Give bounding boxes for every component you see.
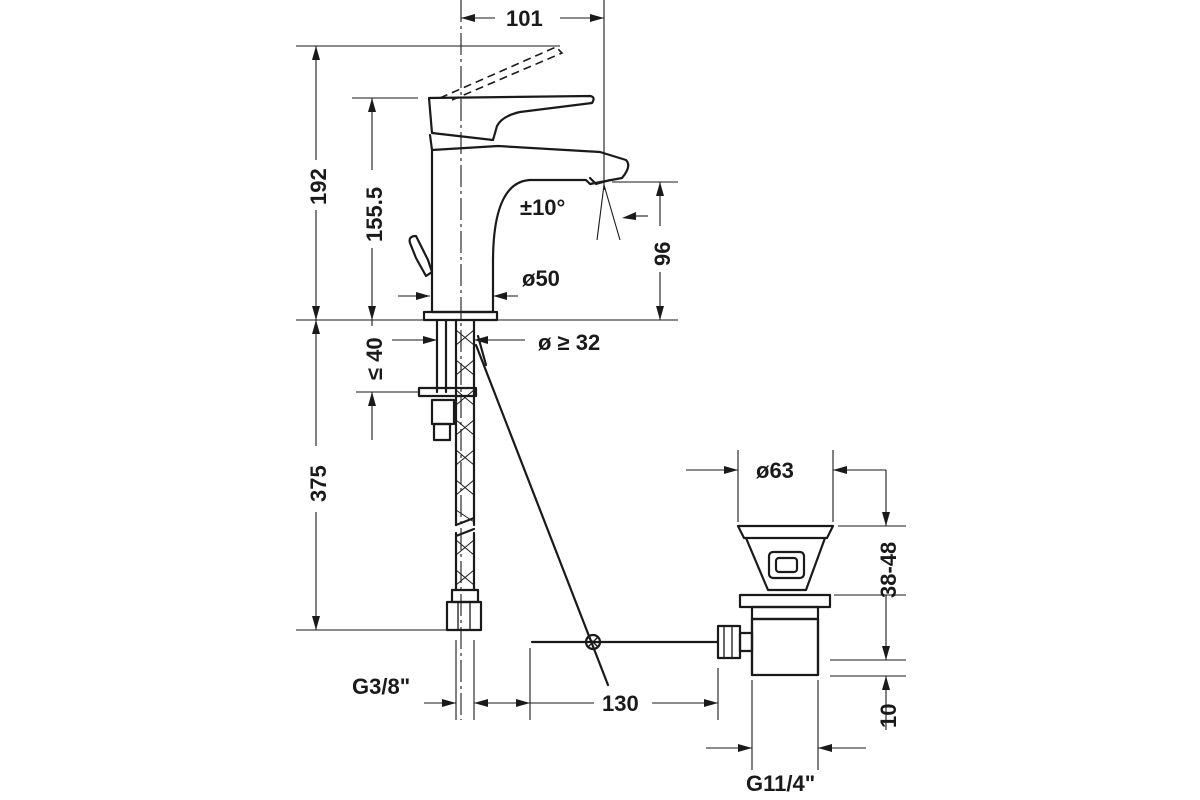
label-o63: ø63	[756, 458, 794, 483]
label-38-48: 38-48	[876, 542, 901, 598]
label-g114: G11/4"	[746, 771, 815, 796]
label-angle: ±10°	[520, 195, 565, 220]
lever-raised-dashed	[439, 46, 564, 101]
dim-38-48	[834, 470, 906, 660]
dim-o50	[398, 292, 518, 300]
label-o50: ø50	[522, 266, 560, 291]
angle-arrow	[622, 212, 636, 220]
drain-waste	[716, 524, 835, 677]
dim-o63	[686, 450, 886, 522]
dim-375	[296, 320, 446, 631]
dim-192	[296, 45, 560, 321]
dim-g114	[706, 680, 866, 770]
label-101: 101	[506, 6, 543, 31]
dim-130	[474, 648, 719, 720]
label-155-5: 155.5	[362, 187, 387, 242]
faucet-body	[408, 94, 630, 322]
label-10: 10	[876, 704, 901, 728]
pop-up-rod	[474, 334, 720, 687]
label-375: 375	[306, 465, 331, 502]
label-g38: G3/8"	[352, 674, 410, 699]
dim-g38	[424, 640, 475, 720]
dim-o32	[392, 336, 525, 344]
label-192: 192	[306, 168, 331, 205]
label-130: 130	[602, 691, 639, 716]
dim-96	[498, 181, 678, 321]
dim-10	[830, 659, 906, 730]
label-96: 96	[650, 242, 675, 266]
hose-braided	[445, 318, 483, 632]
dim-155-5	[352, 97, 418, 320]
angle-lines	[596, 184, 621, 241]
dim-101	[461, 14, 604, 22]
label-40: ≤ 40	[362, 337, 387, 380]
dim-40	[356, 320, 420, 440]
label-o32: ø ≥ 32	[538, 330, 600, 355]
